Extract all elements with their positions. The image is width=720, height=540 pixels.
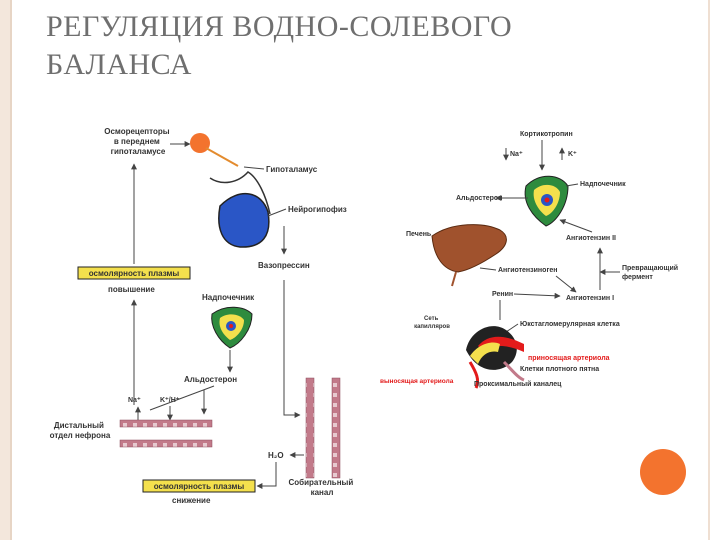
slide-frame-left	[0, 0, 10, 540]
afferent-arteriole-icon	[478, 336, 524, 352]
h2o-label: H₂O	[268, 451, 284, 460]
plasma-osmolarity-top-box	[77, 266, 191, 280]
plasma-osmolarity-bottom-label: осмолярность плазмы	[154, 482, 245, 491]
collecting-duct-label: Собирательный канал	[288, 478, 355, 497]
left-adrenal-label: Надпочечник	[202, 293, 255, 302]
angiotensinogen-to-angiotensin1	[555, 275, 577, 293]
k-h-label: K⁺/H⁺	[160, 397, 180, 404]
macula-densa-icon	[470, 342, 500, 364]
efferent-label: выносящая артериола	[380, 378, 454, 385]
na-label: Na⁺	[128, 397, 141, 404]
renin-label: Ренин	[492, 291, 513, 298]
distal-tubule-lower-wall	[119, 439, 213, 448]
neuron-axon	[205, 147, 239, 167]
distal-nephron-label: Дистальный отдел нефрона	[50, 421, 111, 440]
liver-label: Печень	[406, 231, 432, 238]
angiotensin2-label: Ангиотензин II	[566, 235, 616, 242]
right-adrenal-core-icon	[544, 197, 550, 203]
capillary-net-label: Сеть капилляров	[414, 316, 450, 330]
increase-label: повышение	[108, 285, 155, 294]
collecting-duct-left-wall	[305, 377, 315, 479]
right-adrenal-label: Надпочечник	[580, 181, 626, 188]
right-adrenal-pointer	[565, 183, 579, 187]
efferent-arteriole-icon	[468, 361, 480, 389]
neurohypophysis-pointer	[267, 208, 287, 217]
macula-densa-label: Клетки плотного пятна	[520, 366, 599, 373]
right-k-label: K⁺	[568, 151, 577, 158]
proximal-tubule-label: Проксимальный каналец	[474, 380, 562, 388]
left-adrenal-core-icon	[229, 324, 233, 328]
proximal-tubule-icon	[502, 360, 525, 382]
osmoreceptors-label: Осморецепторы в переднем гипоталамусе	[104, 127, 172, 156]
left-diagram: Осморецепторы в переднем гипоталамусе Ги…	[50, 127, 355, 505]
osmoreceptor-neuron-icon	[190, 133, 210, 153]
slide-frame-line	[10, 0, 12, 540]
slide-title-line-2: БАЛАНСА	[46, 48, 192, 81]
angiotensin2-up-arrow	[559, 219, 593, 233]
hypothalamus-label: Гипоталамус	[266, 165, 318, 174]
distal-tubule-upper-wall	[119, 419, 213, 428]
plasma-osmolarity-top-label: осмолярность плазмы	[89, 269, 180, 278]
jg-cells-label: Юкстагломерулярная клетка	[520, 321, 620, 328]
collecting-duct-right-wall	[331, 377, 341, 479]
hypothalamus-pointer	[243, 166, 265, 170]
right-na-label: Na⁺	[510, 151, 523, 158]
converting-enzyme-label: Превращающий фермент	[622, 264, 680, 281]
water-to-plasma-arrow	[256, 462, 277, 489]
left-aldosterone-label: Альдостерон	[184, 375, 237, 384]
corticotropin-label: Кортикотропин	[520, 131, 573, 138]
liver-to-angiotensinogen	[479, 267, 497, 271]
aldosterone-to-nephron	[149, 385, 215, 411]
renin-arrow	[513, 292, 561, 299]
liver-vessel-icon	[451, 271, 457, 287]
vasopressin-to-duct-arrow	[283, 280, 301, 418]
decorative-orange-circle	[640, 449, 686, 495]
hypophysis-icon	[218, 192, 270, 248]
angiotensin1-label: Ангиотензин I	[566, 295, 614, 302]
angiotensinogen-label: Ангиотензиноген	[498, 267, 557, 274]
slide-title: РЕГУЛЯЦИЯ ВОДНО-СОЛЕВОГО БАЛАНСА	[46, 8, 606, 84]
slide-title-line-1: РЕГУЛЯЦИЯ ВОДНО-СОЛЕВОГО	[46, 10, 513, 43]
decrease-label: снижение	[172, 496, 211, 505]
neurohypophysis-label: Нейрогипофиз	[288, 205, 347, 214]
liver-icon	[431, 224, 507, 273]
plasma-osmolarity-bottom-box	[142, 479, 256, 493]
slide-frame-right	[708, 0, 710, 540]
right-aldosterone-label: Альдостерон	[456, 195, 502, 202]
right-diagram: Кортикотропин Na⁺ K⁺ Надпочечник Альдост…	[380, 131, 680, 389]
afferent-label: приносящая артериола	[528, 355, 610, 362]
vasopressin-label: Вазопрессин	[258, 261, 310, 270]
hypothalamus-outline	[209, 171, 271, 215]
